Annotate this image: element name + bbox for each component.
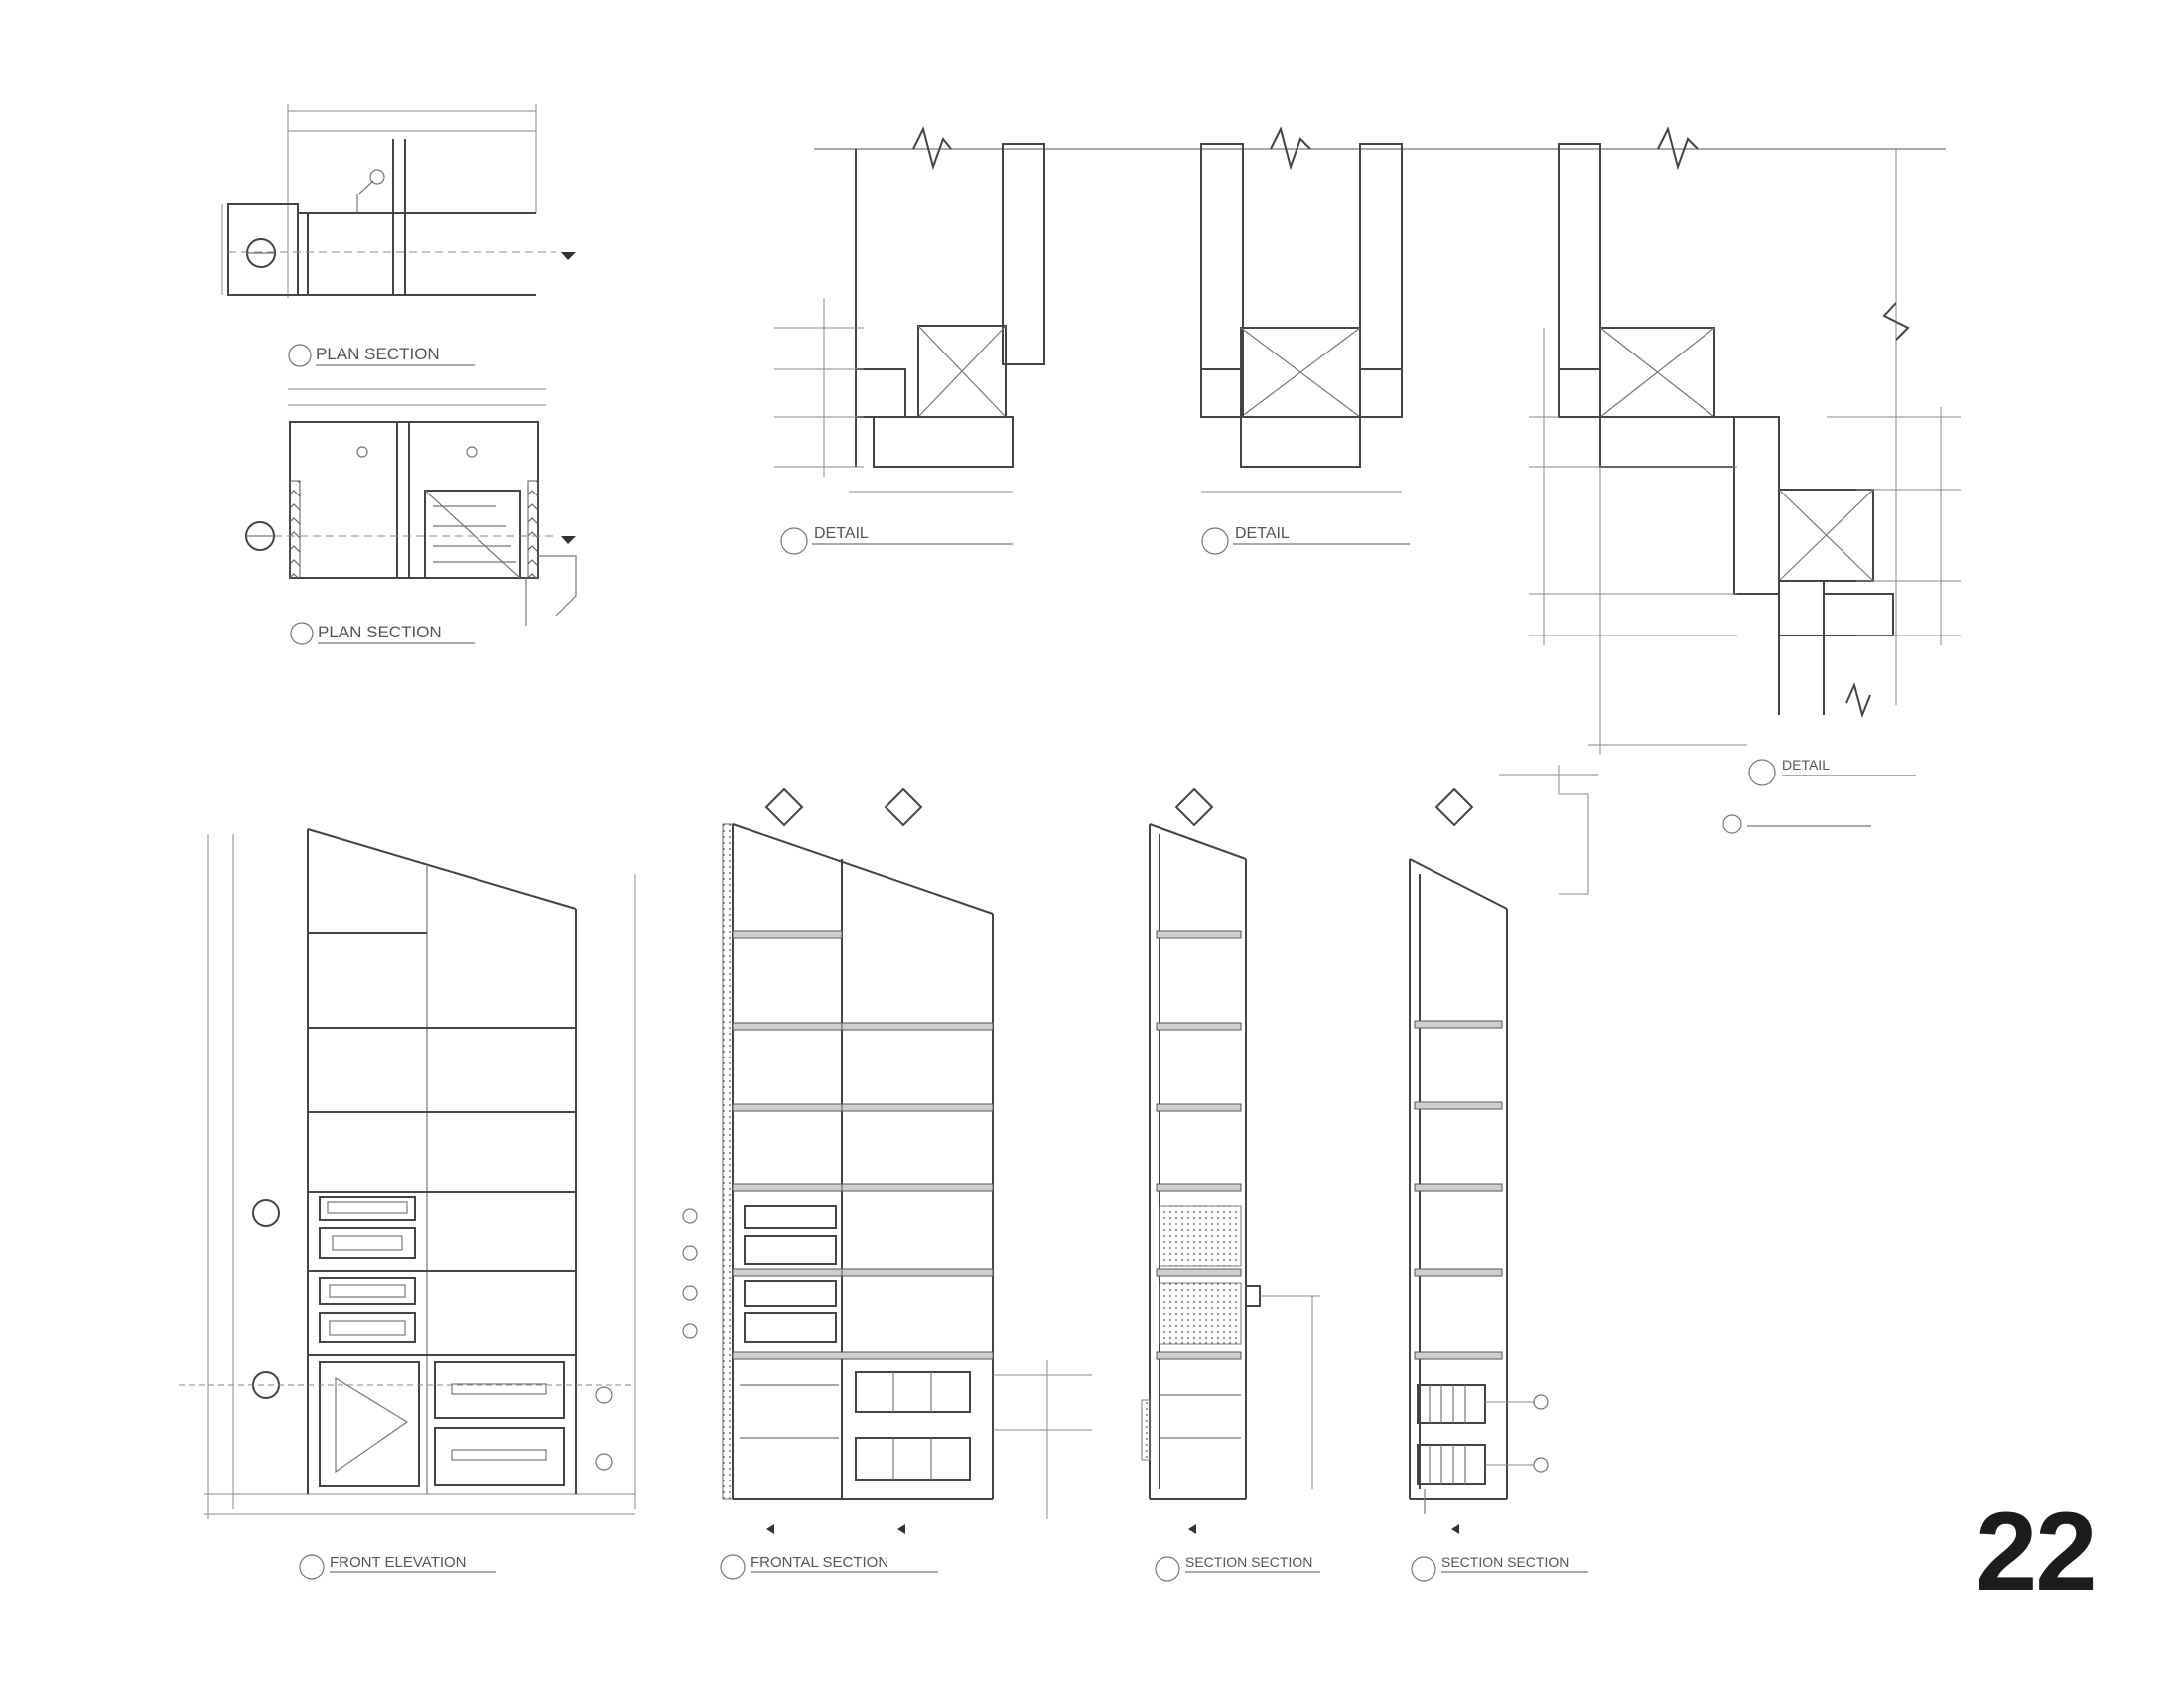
title-frontal-section: FRONTAL SECTION	[720, 1554, 938, 1580]
frontal-section: FRONTAL SECTION	[682, 787, 1092, 1580]
section-section-2: SECTION SECTION	[1409, 787, 1588, 1582]
section-marker-icon	[246, 238, 276, 268]
title-plan-section-1: PLAN SECTION	[288, 344, 475, 367]
section-marker-icon	[1174, 787, 1214, 827]
svg-text:DETAIL: DETAIL	[1235, 525, 1290, 542]
section-marker-icon	[1434, 787, 1474, 827]
svg-text:FRONTAL SECTION: FRONTAL SECTION	[751, 1554, 888, 1571]
title-front-elevation: FRONT ELEVATION	[299, 1554, 496, 1580]
section-marker-icon	[252, 1199, 280, 1399]
detail-2: DETAIL	[1200, 126, 1410, 555]
title-plan-section-2: PLAN SECTION	[290, 622, 475, 645]
section-marker-icon	[764, 787, 923, 827]
svg-text:FRONT ELEVATION: FRONT ELEVATION	[330, 1554, 467, 1571]
section-arrow-icon	[561, 252, 576, 260]
section-marker-icon	[245, 521, 275, 551]
title-detail-1: DETAIL	[780, 525, 1013, 555]
plan-section-1: PLAN SECTION	[221, 104, 576, 367]
svg-text:DETAIL: DETAIL	[1782, 757, 1830, 773]
page-number: 22	[1976, 1489, 2098, 1614]
title-detail-3: DETAIL	[1722, 757, 1916, 834]
detail-1: DETAIL	[774, 126, 1946, 555]
break-line-icon	[912, 126, 952, 171]
svg-text:PLAN SECTION: PLAN SECTION	[318, 623, 442, 641]
section-section-1: SECTION SECTION	[1141, 787, 1320, 1582]
title-section-section-2: SECTION SECTION	[1411, 1554, 1588, 1582]
svg-text:SECTION SECTION: SECTION SECTION	[1441, 1554, 1569, 1570]
svg-text:DETAIL: DETAIL	[814, 525, 869, 542]
title-section-section-1: SECTION SECTION	[1155, 1554, 1320, 1582]
detail-3: DETAIL	[1499, 126, 1961, 895]
title-detail-2: DETAIL	[1201, 525, 1410, 555]
svg-text:SECTION SECTION: SECTION SECTION	[1185, 1554, 1312, 1570]
svg-text:PLAN SECTION: PLAN SECTION	[316, 345, 440, 363]
front-elevation: FRONT ELEVATION	[179, 828, 636, 1580]
plan-section-2: PLAN SECTION	[245, 388, 577, 645]
